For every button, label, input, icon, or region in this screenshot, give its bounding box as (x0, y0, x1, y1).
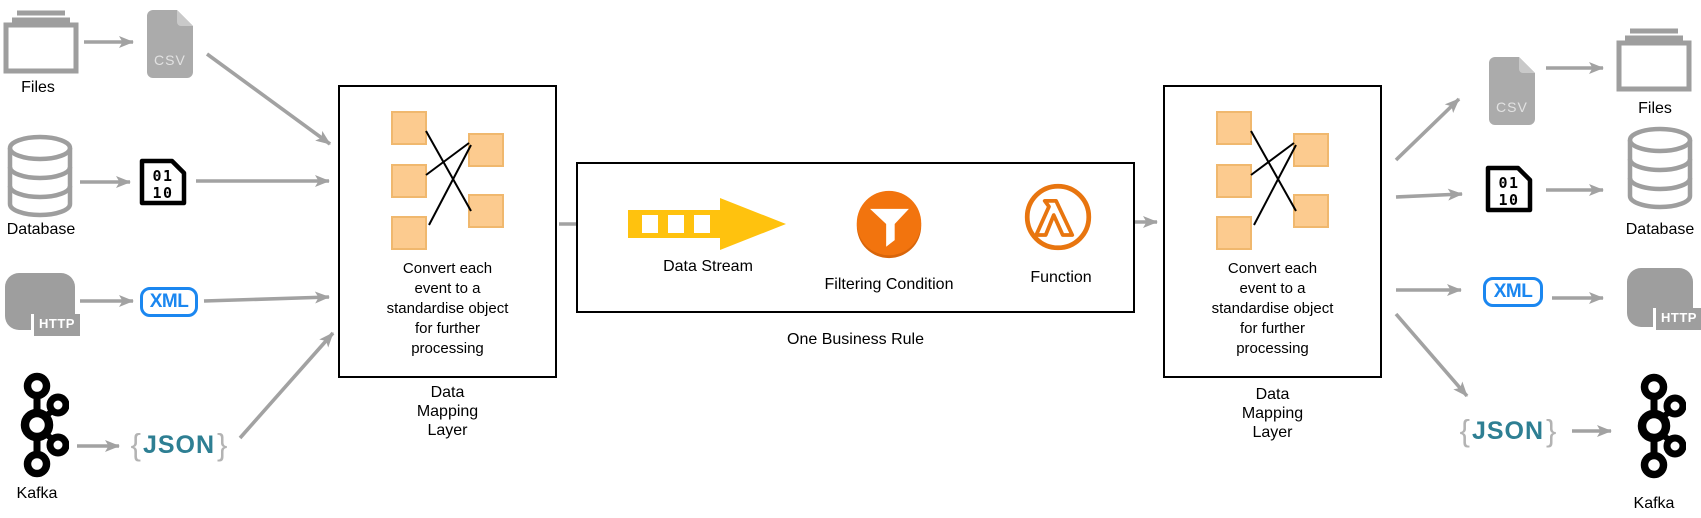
binary-line2: 10 (152, 184, 173, 202)
files-label: Files (1638, 100, 1672, 117)
binary-file-icon: 01 10 (1483, 164, 1535, 214)
csv-file-icon: CSV (143, 8, 197, 80)
kafka-icon (5, 372, 69, 478)
data-mapping-box-right: Convert each event to a standardise obje… (1163, 85, 1382, 378)
binary-line2: 10 (1498, 191, 1519, 209)
json-badge: {JSON} (126, 428, 232, 462)
http-icon: HTTP (1627, 268, 1701, 330)
kafka-label: Kafka (16, 485, 58, 502)
kafka-icon (1622, 372, 1686, 480)
json-close-brace: } (1546, 413, 1557, 448)
data-stream-label: Data Stream (663, 258, 753, 275)
data-mapping-box-left: Convert each event to a standardise obje… (338, 85, 557, 378)
csv-label: CSV (1496, 99, 1528, 115)
binary-file-icon: 01 10 (137, 157, 189, 207)
data-stream-icon (628, 196, 788, 252)
data-mapping-label-left: Data Mapping Layer (416, 384, 479, 439)
json-open-brace: { (1459, 413, 1470, 448)
kafka-label: Kafka (1633, 495, 1675, 512)
json-badge: {JSON} (1453, 414, 1563, 448)
arrow (203, 291, 330, 304)
binary-line1: 01 (152, 167, 173, 185)
csv-file-icon: CSV (1485, 55, 1539, 127)
database-icon (6, 134, 74, 218)
database-label: Database (1625, 221, 1695, 238)
http-badge: HTTP (1653, 308, 1701, 330)
json-label: JSON (1471, 416, 1545, 445)
mapping-description: Convert each event to a standardise obje… (1211, 260, 1334, 357)
business-rule-label: One Business Rule (787, 331, 924, 348)
mapping-icon (391, 111, 504, 250)
filtering-condition-icon (853, 188, 925, 260)
lambda-function-icon (1022, 181, 1094, 253)
arrow (1394, 312, 1469, 398)
function-label: Function (1030, 269, 1092, 286)
xml-badge: XML (1483, 277, 1543, 307)
filtering-condition-label: Filtering Condition (824, 276, 954, 293)
database-icon (1626, 126, 1694, 210)
csv-label: CSV (154, 52, 186, 68)
mapping-description: Convert each event to a standardise obje… (386, 260, 509, 357)
database-label: Database (6, 221, 76, 238)
binary-line1: 01 (1498, 174, 1519, 192)
arrow (1395, 188, 1463, 201)
http-icon: HTTP (5, 273, 80, 336)
arrow (238, 331, 335, 440)
arrow (1394, 97, 1461, 162)
files-icon (1616, 26, 1692, 92)
mapping-icon (1216, 111, 1329, 250)
arrow (205, 52, 332, 146)
files-label: Files (21, 79, 55, 96)
json-open-brace: { (130, 427, 141, 462)
files-icon (3, 8, 79, 74)
xml-badge: XML (140, 287, 198, 317)
data-mapping-label-right: Data Mapping Layer (1241, 386, 1304, 441)
json-close-brace: } (217, 427, 228, 462)
xml-label: XML (1493, 281, 1533, 302)
http-badge: HTTP (31, 314, 80, 336)
xml-label: XML (149, 291, 189, 312)
json-label: JSON (142, 430, 216, 459)
